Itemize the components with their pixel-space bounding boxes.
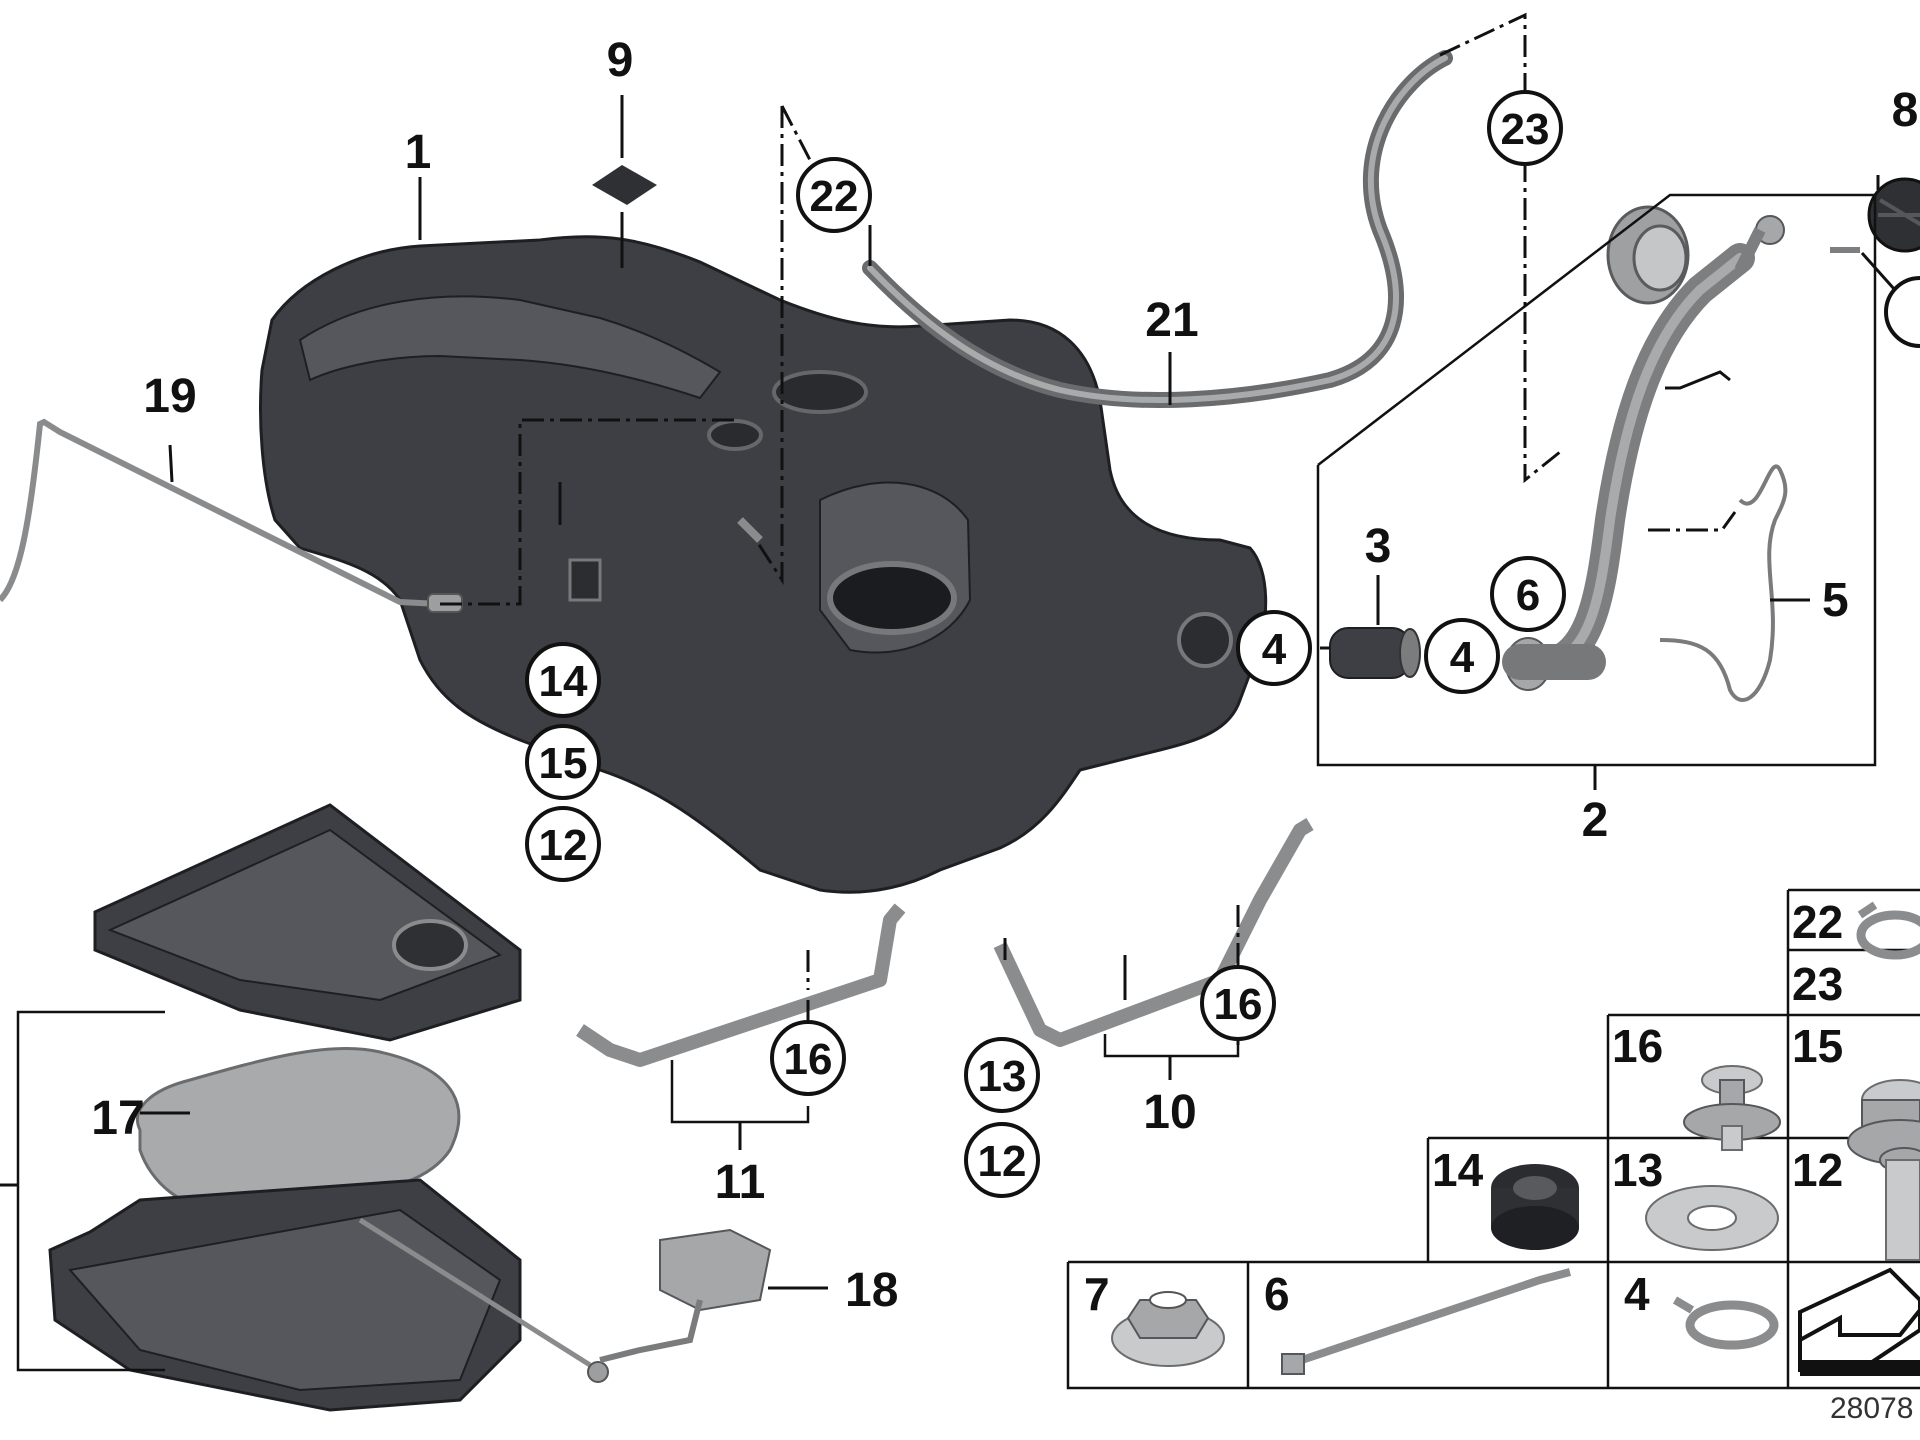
callout-18: 18 — [845, 1264, 898, 1317]
callout-5: 5 — [1822, 574, 1849, 627]
vent-hose-22 — [862, 50, 1453, 408]
svg-text:4: 4 — [1262, 625, 1287, 674]
callout-4b-circle: 4 — [1424, 618, 1500, 694]
callout-10: 10 — [1143, 1086, 1196, 1139]
callout-2: 2 — [1582, 794, 1609, 847]
callout-22-circle: 22 — [796, 157, 872, 233]
grommet-icon — [1491, 1164, 1579, 1250]
earth-cable-5 — [1659, 464, 1788, 702]
fuel-tank — [259, 235, 1268, 894]
callout-19: 19 — [143, 370, 196, 423]
table-cell-12: 12 — [1792, 1144, 1843, 1196]
svg-text:16: 16 — [1214, 980, 1263, 1029]
table-cell-6: 6 — [1264, 1268, 1290, 1320]
svg-text:14: 14 — [539, 657, 588, 706]
table-cell-4: 4 — [1624, 1268, 1650, 1320]
hose-clamp-icon — [1856, 901, 1920, 960]
parts-table: 22 23 16 15 14 13 12 7 6 4 — [1066, 888, 1920, 1390]
svg-text:6: 6 — [1516, 571, 1540, 620]
table-cell-15: 15 — [1792, 1020, 1843, 1072]
svg-text:12: 12 — [539, 821, 588, 870]
canister-base — [48, 1178, 609, 1412]
svg-text:12: 12 — [978, 1137, 1027, 1186]
table-cell-13: 13 — [1612, 1144, 1663, 1196]
gasket-9 — [592, 165, 657, 205]
svg-text:4: 4 — [1450, 633, 1475, 682]
tank-strap-11 — [576, 903, 906, 1067]
fuel-cap — [1867, 177, 1920, 253]
svg-text:23: 23 — [1501, 105, 1550, 154]
svg-text:13: 13 — [978, 1052, 1027, 1101]
callout-15-circle: 15 — [525, 724, 601, 800]
svg-text:16: 16 — [784, 1035, 833, 1084]
callout-4a-circle: 4 — [1236, 610, 1312, 686]
svg-text:15: 15 — [539, 739, 588, 788]
cable-tie-icon — [1281, 1268, 1572, 1375]
callout-3: 3 — [1365, 520, 1392, 573]
pump-opening — [827, 561, 957, 635]
canister-lid — [93, 803, 522, 1042]
table-cell-23: 23 — [1792, 958, 1843, 1010]
callout-labels: 9 1 19 21 8 3 5 2 11 10 17 18 — [91, 34, 1918, 1317]
callout-13-circle: 13 — [964, 1037, 1040, 1113]
flange-nut-icon — [1111, 1291, 1225, 1367]
diagram-number: 28078 — [1830, 1392, 1913, 1425]
table-cell-7: 7 — [1084, 1268, 1110, 1320]
callout-17: 17 — [91, 1092, 144, 1145]
washer-icon — [1645, 1185, 1779, 1251]
bolt-icon — [1879, 1147, 1920, 1261]
callout-6-circle: 6 — [1490, 556, 1566, 632]
expanding-rivet-icon — [1683, 1065, 1781, 1151]
fuel-line-19 — [0, 418, 441, 607]
circled-callouts: 22 23 14 15 12 4 4 6 — [525, 90, 1920, 1198]
hose-sleeve-3 — [1329, 627, 1421, 679]
callout-12a-circle: 12 — [525, 806, 601, 882]
tank-outlet — [1177, 612, 1233, 668]
table-cell-22: 22 — [1792, 896, 1843, 948]
callout-16a-circle: 16 — [770, 1020, 846, 1096]
orientation-arrow-icon — [1798, 1267, 1920, 1376]
callout-8: 8 — [1892, 84, 1919, 137]
small-clamp-icon — [1672, 1296, 1779, 1350]
table-cell-16: 16 — [1612, 1020, 1663, 1072]
callout-partial-circle — [1884, 276, 1920, 348]
table-cell-14: 14 — [1432, 1144, 1484, 1196]
svg-text:22: 22 — [810, 172, 859, 221]
leader-lines — [0, 12, 1897, 1372]
callout-16b-circle: 16 — [1200, 965, 1276, 1041]
callout-21: 21 — [1145, 294, 1198, 347]
callout-23-circle: 23 — [1487, 90, 1563, 166]
callout-1: 1 — [405, 126, 432, 179]
purge-valve-18 — [599, 1228, 772, 1363]
callout-9: 9 — [607, 34, 634, 87]
callout-14-circle: 14 — [525, 642, 601, 718]
callout-11: 11 — [715, 1156, 766, 1209]
callout-12b-circle: 12 — [964, 1122, 1040, 1198]
